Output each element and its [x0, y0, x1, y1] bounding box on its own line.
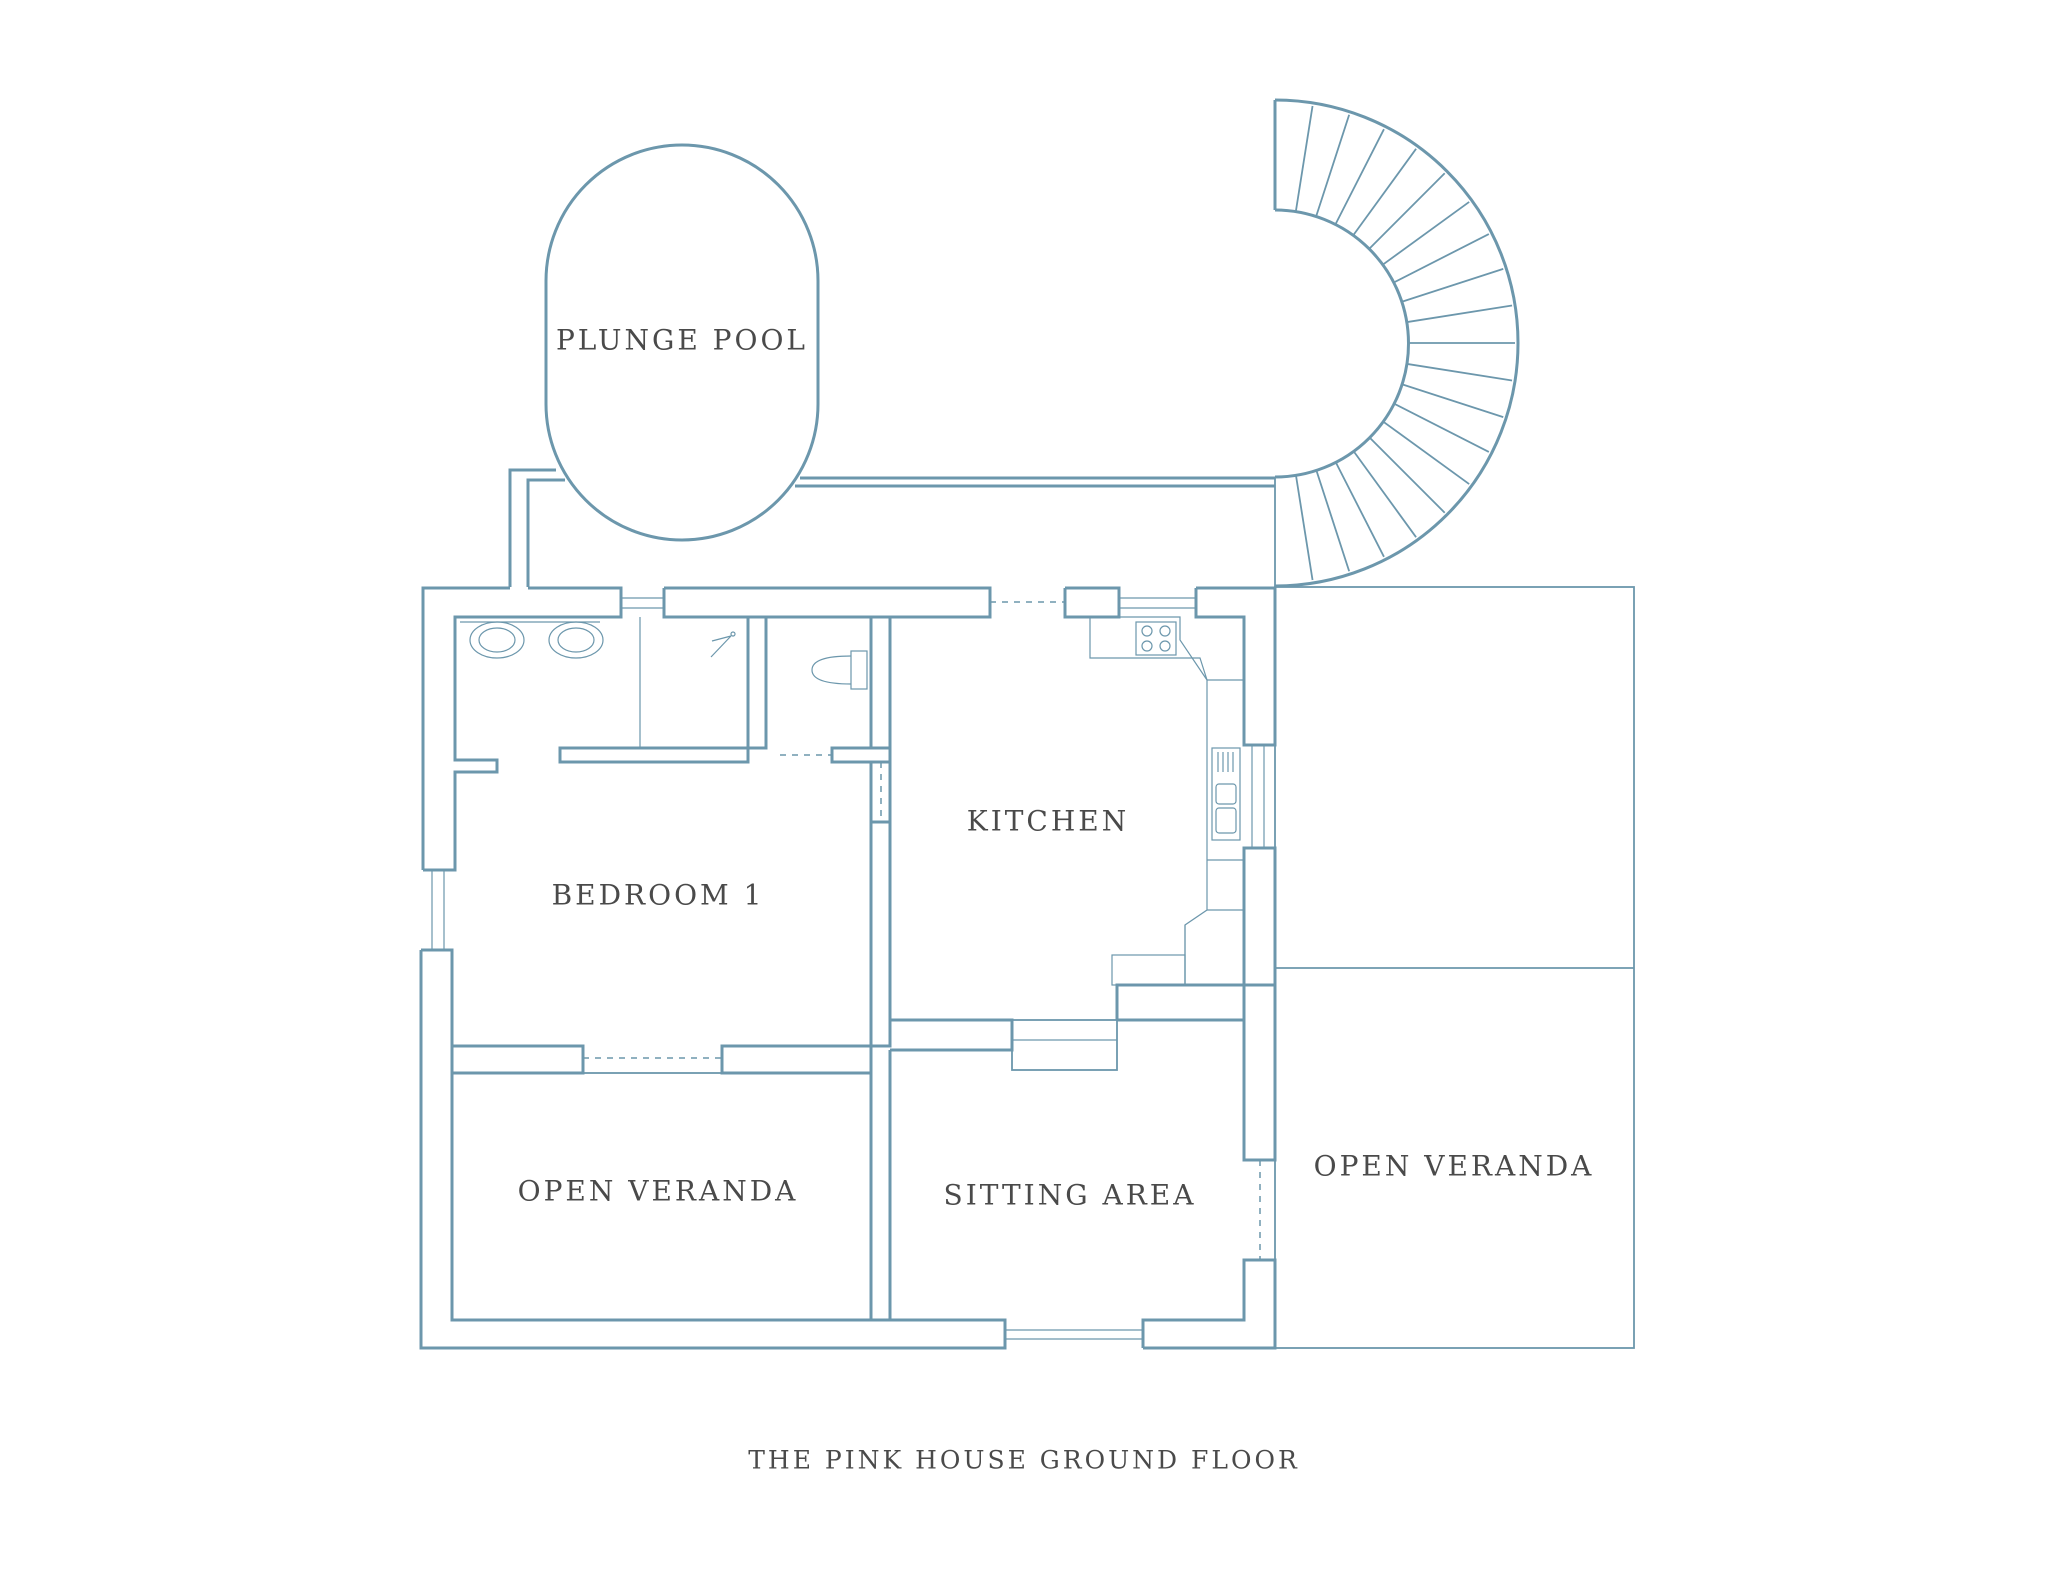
spiral-staircase — [1273, 98, 1520, 588]
exterior-walls — [419, 586, 1277, 1350]
stair-tread — [1406, 362, 1513, 382]
room-label-open-veranda-left: OPEN VERANDA — [518, 1175, 799, 1208]
stair-tread — [1393, 402, 1490, 453]
room-label-sitting-area: SITTING AREA — [944, 1179, 1197, 1212]
stair-tread — [1352, 148, 1417, 236]
stair-tread — [1352, 450, 1417, 538]
stair-tread — [1393, 233, 1490, 284]
room-label-bedroom-1: BEDROOM 1 — [552, 879, 765, 912]
stair-tread — [1401, 383, 1504, 419]
stair-tread — [1368, 172, 1446, 250]
stair-tread — [1382, 420, 1470, 485]
stair-tread — [1315, 114, 1351, 217]
room-label-plunge-pool: PLUNGE POOL — [556, 324, 808, 357]
stair-tread — [1334, 461, 1385, 558]
room-label-open-veranda-right: OPEN VERANDA — [1314, 1150, 1595, 1183]
pool-surround-walls — [508, 468, 1276, 587]
stair-tread — [1368, 436, 1446, 514]
plan-caption: THE PINK HOUSE GROUND FLOOR — [748, 1446, 1300, 1475]
interior-walls — [450, 615, 1277, 1322]
room-label-kitchen: KITCHEN — [967, 805, 1129, 838]
sink-icon — [1211, 747, 1241, 841]
stair-tread — [1406, 304, 1513, 324]
plunge-pool-outline — [544, 143, 820, 542]
stair-tread — [1294, 105, 1314, 212]
shower-icon — [710, 631, 736, 658]
right-veranda-outline — [1274, 586, 1635, 1349]
toilet-icon — [811, 650, 868, 690]
stair-tread — [1294, 474, 1314, 581]
kitchen-counters — [1089, 616, 1244, 986]
stair-tread — [1334, 128, 1385, 225]
stair-tread — [1401, 267, 1504, 303]
hob-icon — [1135, 621, 1177, 656]
stair-tread — [1315, 469, 1351, 572]
stair-tread — [1382, 201, 1470, 266]
washbasin-icon — [460, 621, 604, 659]
